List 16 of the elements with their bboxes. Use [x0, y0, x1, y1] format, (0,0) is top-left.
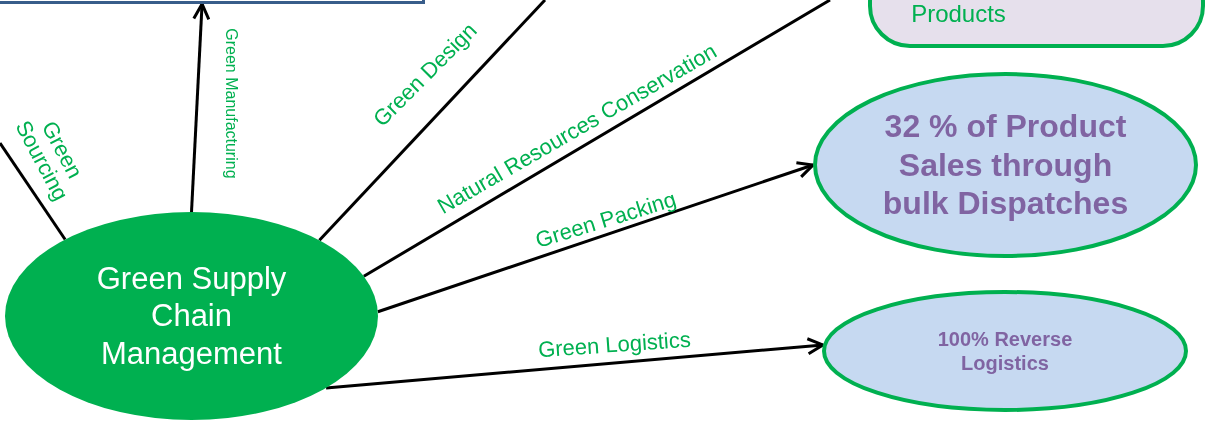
ellipse-node: [822, 290, 1188, 412]
arrow: [377, 161, 815, 314]
arrow: [190, 2, 211, 213]
line: [318, 0, 547, 242]
edge-label: Green Packing: [532, 186, 679, 252]
ellipse-node: [5, 212, 378, 420]
line: [0, 142, 67, 241]
edge-label: Green Logistics: [536, 327, 691, 361]
edge-label: Green Manufacturing: [221, 27, 239, 179]
node-label: 32 % of Product Sales through bulk Dispatches: [881, 107, 1130, 223]
node-label: 100% Reverse Logistics: [936, 327, 1074, 375]
line: [363, 0, 831, 278]
ellipse-node: [813, 72, 1198, 258]
arrow: [325, 337, 825, 390]
node-label: Green Supply Chain Management: [95, 260, 288, 372]
node-label: Products: [911, 0, 1006, 29]
